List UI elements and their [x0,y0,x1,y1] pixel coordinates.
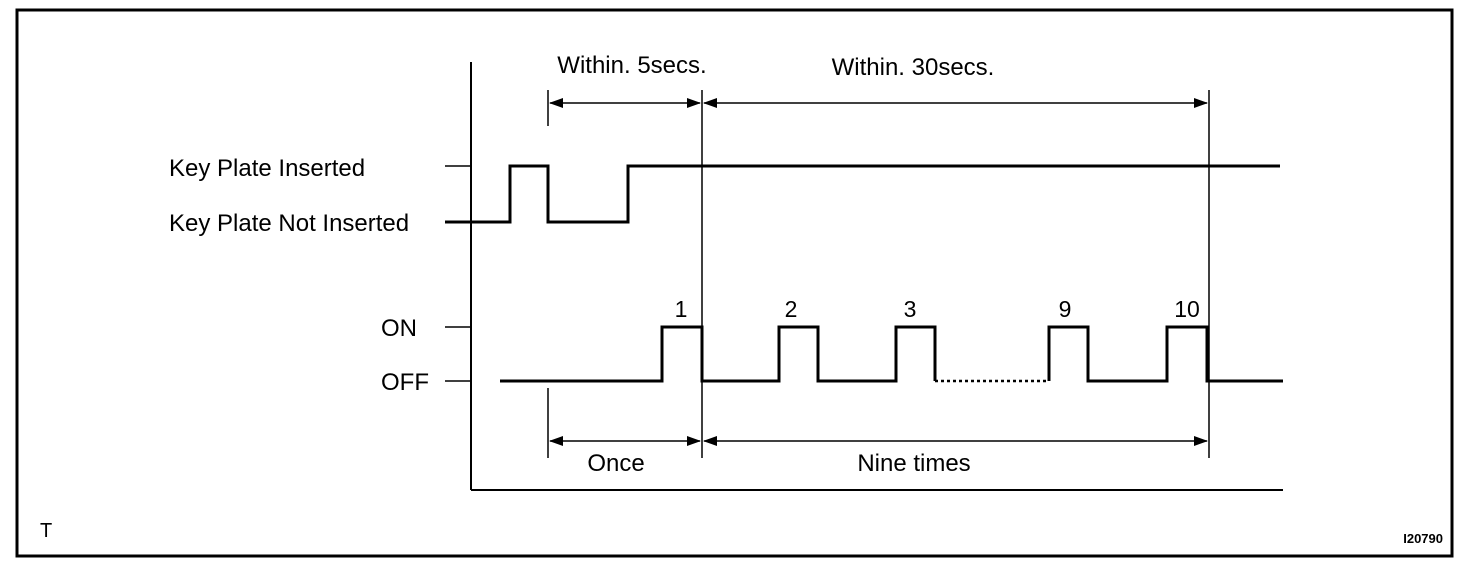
corner-mark: T [40,520,52,542]
pulse-label-9: 9 [1059,296,1072,322]
pulse-label-2: 2 [785,296,798,322]
label-key-plate-inserted: Key Plate Inserted [169,155,365,182]
figure-id: I20790 [1403,531,1443,546]
label-on: ON [381,315,417,342]
pulse-label-1: 1 [675,296,688,322]
label-within-30: Within. 30secs. [832,54,995,81]
label-nine-times: Nine times [857,450,970,477]
label-key-plate-not-inserted: Key Plate Not Inserted [169,210,409,237]
figure-frame [15,8,1454,558]
buzzer-waveform [500,325,937,383]
buzzer-waveform-end [1047,325,1283,383]
label-within-5: Within. 5secs. [557,52,706,79]
pulse-label-10: 10 [1174,296,1200,322]
key-plate-waveform [445,164,1280,224]
pulse-label-3: 3 [904,296,917,322]
label-once: Once [587,450,644,477]
label-off: OFF [381,369,429,396]
